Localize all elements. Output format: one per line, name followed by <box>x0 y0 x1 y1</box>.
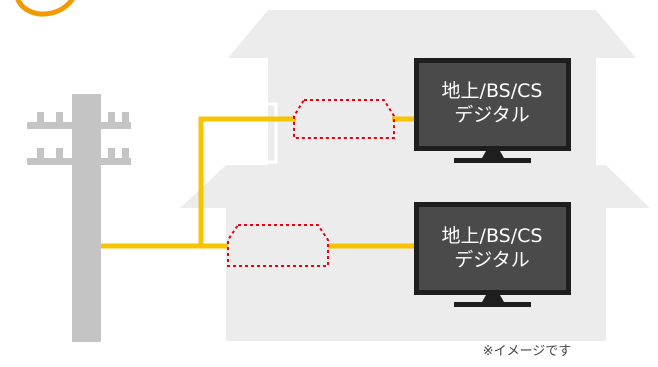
insulator <box>37 112 44 122</box>
insulator <box>108 112 115 122</box>
upper-tv-label-line2: デジタル <box>454 104 530 126</box>
upper-tv: 地上/BS/CS デジタル <box>414 58 571 163</box>
orange-arc-decoration <box>15 0 75 17</box>
insulator <box>37 148 44 158</box>
lower-device-outline <box>227 224 329 267</box>
insulator <box>56 112 63 122</box>
insulator <box>122 148 129 158</box>
tv-stand-base <box>454 158 531 163</box>
utility-pole <box>27 94 131 342</box>
image-note: ※イメージです <box>483 344 572 359</box>
insulator <box>56 148 63 158</box>
tv-stand-neck <box>482 295 504 302</box>
insulator <box>122 112 129 122</box>
tv-screen <box>419 207 566 290</box>
lower-tv: 地上/BS/CS デジタル <box>414 202 571 307</box>
tv-stand-neck <box>482 151 504 158</box>
pole-crossbar-lower <box>27 158 131 165</box>
tv-stand-base <box>454 302 531 307</box>
house-upper-roof <box>228 10 636 58</box>
lower-tv-label-line1: 地上/BS/CS <box>442 225 543 247</box>
upper-tv-label-line1: 地上/BS/CS <box>442 80 543 102</box>
tv-screen <box>419 63 566 146</box>
house-window <box>250 102 278 164</box>
upper-device-outline <box>293 99 395 139</box>
cable-lines <box>101 116 414 249</box>
cable-branch-upper <box>198 116 296 246</box>
device-outlines <box>227 99 395 267</box>
lower-tv-label-line2: デジタル <box>454 249 530 271</box>
insulator <box>108 148 115 158</box>
house-lower-roof <box>180 165 650 208</box>
pole-shaft <box>72 94 101 342</box>
pole-crossbar-upper <box>27 122 131 129</box>
